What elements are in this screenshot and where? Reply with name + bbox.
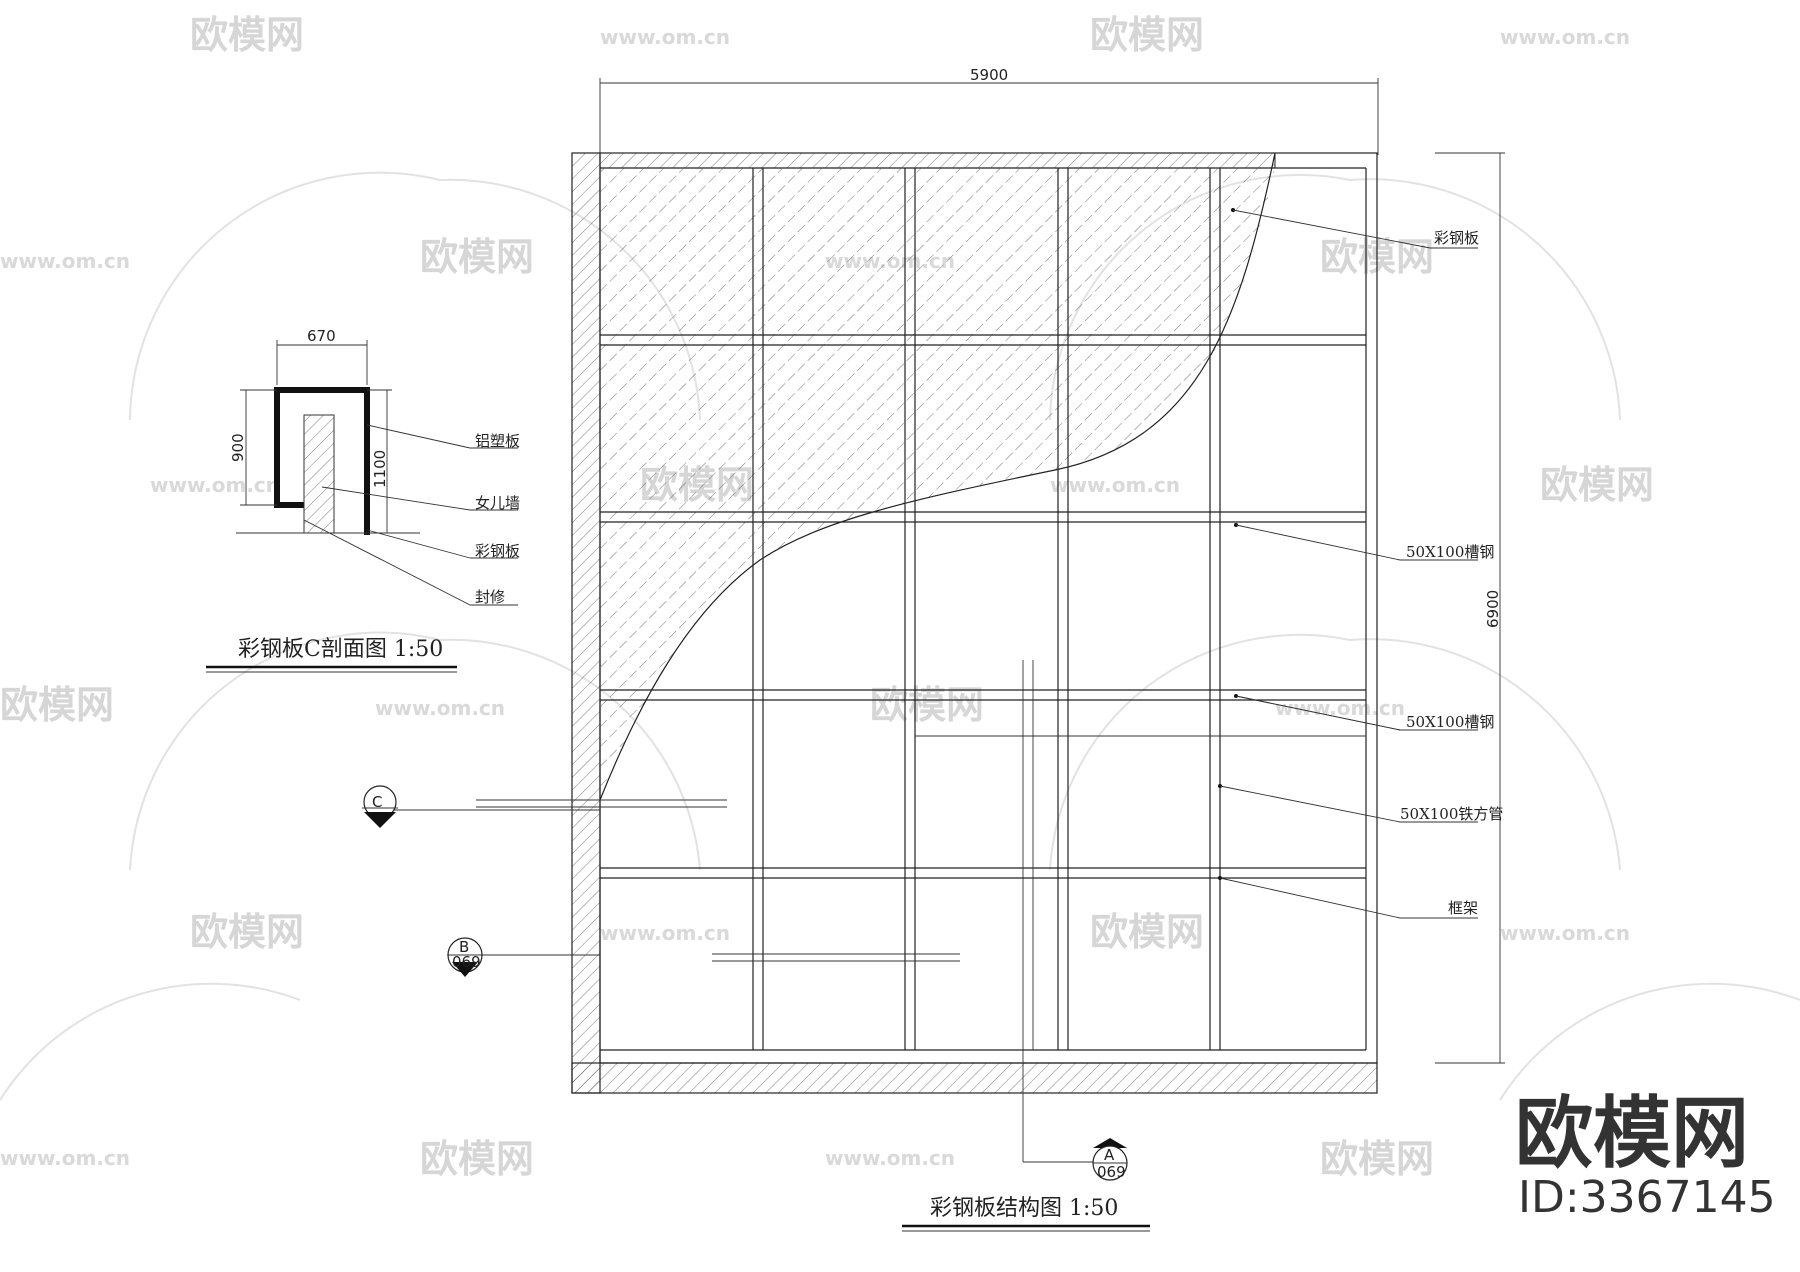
watermark-brand: 欧模网 [0, 683, 114, 727]
watermark-url: www.om.cn [150, 473, 280, 497]
label-color-steel-panel: 彩钢板 [1434, 229, 1479, 247]
watermark-brand: 欧模网 [420, 1137, 534, 1181]
watermark-brand: 欧模网 [1540, 463, 1654, 507]
watermark-url: www.om.cn [375, 696, 505, 720]
watermark-url: www.om.cn [1500, 25, 1630, 49]
label-color-steel-panel: 彩钢板 [475, 542, 520, 560]
label-channel-steel-2: 50X100槽钢 [1406, 713, 1494, 731]
brand-name: 欧模网 [1515, 1089, 1749, 1179]
watermark-url: www.om.cn [600, 921, 730, 945]
horizontal-members [600, 334, 1366, 879]
structure-title: 彩钢板结构图 1:50 [930, 1196, 1118, 1221]
parapet-wall [303, 414, 335, 534]
watermark-brand: 欧模网 [190, 13, 304, 57]
marker-b-letter: B [459, 938, 469, 956]
brand-id: ID:3367145 [1518, 1172, 1776, 1223]
dim-900: 900 [229, 433, 247, 462]
watermark-brand: 欧模网 [1090, 910, 1204, 954]
section-marker-c: C [362, 785, 398, 828]
structure-leaders [1218, 208, 1478, 919]
marker-b-number: 069 [452, 953, 481, 971]
marker-c-letter: C [372, 793, 382, 811]
brand-badge: 欧模网 ID:3367145 [1515, 1089, 1776, 1223]
color-steel-panel-area [600, 168, 1275, 800]
section-marker-a: A 069 [1092, 1138, 1128, 1181]
watermark-brand: 欧模网 [1320, 1137, 1434, 1181]
watermark-brand: 欧模网 [190, 910, 304, 954]
section-c-detail: 670 900 1100 铝塑板 女儿墙 彩钢板 封修 彩钢板C剖面图 1:50 [206, 327, 520, 673]
label-aluminum-plastic-panel: 铝塑板 [475, 432, 520, 450]
marker-a-number: 069 [1097, 1163, 1126, 1181]
left-wall [571, 152, 601, 1094]
watermark-brand: 欧模网 [1090, 13, 1204, 57]
watermark-url: www.om.cn [1500, 921, 1630, 945]
label-sealing: 封修 [475, 588, 505, 606]
label-square-iron-tube: 50X100铁方管 [1400, 805, 1503, 823]
marker-a-letter: A [1104, 1146, 1115, 1164]
dim-6900: 6900 [1484, 590, 1502, 628]
watermark-url: www.om.cn [600, 25, 730, 49]
watermark-brand: 欧模网 [420, 235, 534, 279]
label-parapet-wall: 女儿墙 [475, 494, 520, 512]
panel-curve-edge [599, 152, 1276, 801]
watermark-url: www.om.cn [825, 1146, 955, 1170]
dim-670: 670 [307, 327, 336, 345]
watermark-url: www.om.cn [1050, 473, 1180, 497]
dim-1100: 1100 [371, 450, 389, 488]
dim-5900: 5900 [970, 66, 1008, 84]
top-beam [599, 152, 1276, 169]
vertical-members [752, 168, 1221, 1050]
label-frame: 框架 [1448, 899, 1478, 917]
section-marker-b: B 069 [447, 937, 483, 977]
bottom-wall [571, 1062, 1378, 1094]
section-c-title: 彩钢板C剖面图 1:50 [238, 637, 443, 662]
watermark-url: www.om.cn [0, 249, 130, 273]
watermark-url: www.om.cn [0, 1146, 130, 1170]
label-channel-steel-1: 50X100槽钢 [1406, 543, 1494, 561]
